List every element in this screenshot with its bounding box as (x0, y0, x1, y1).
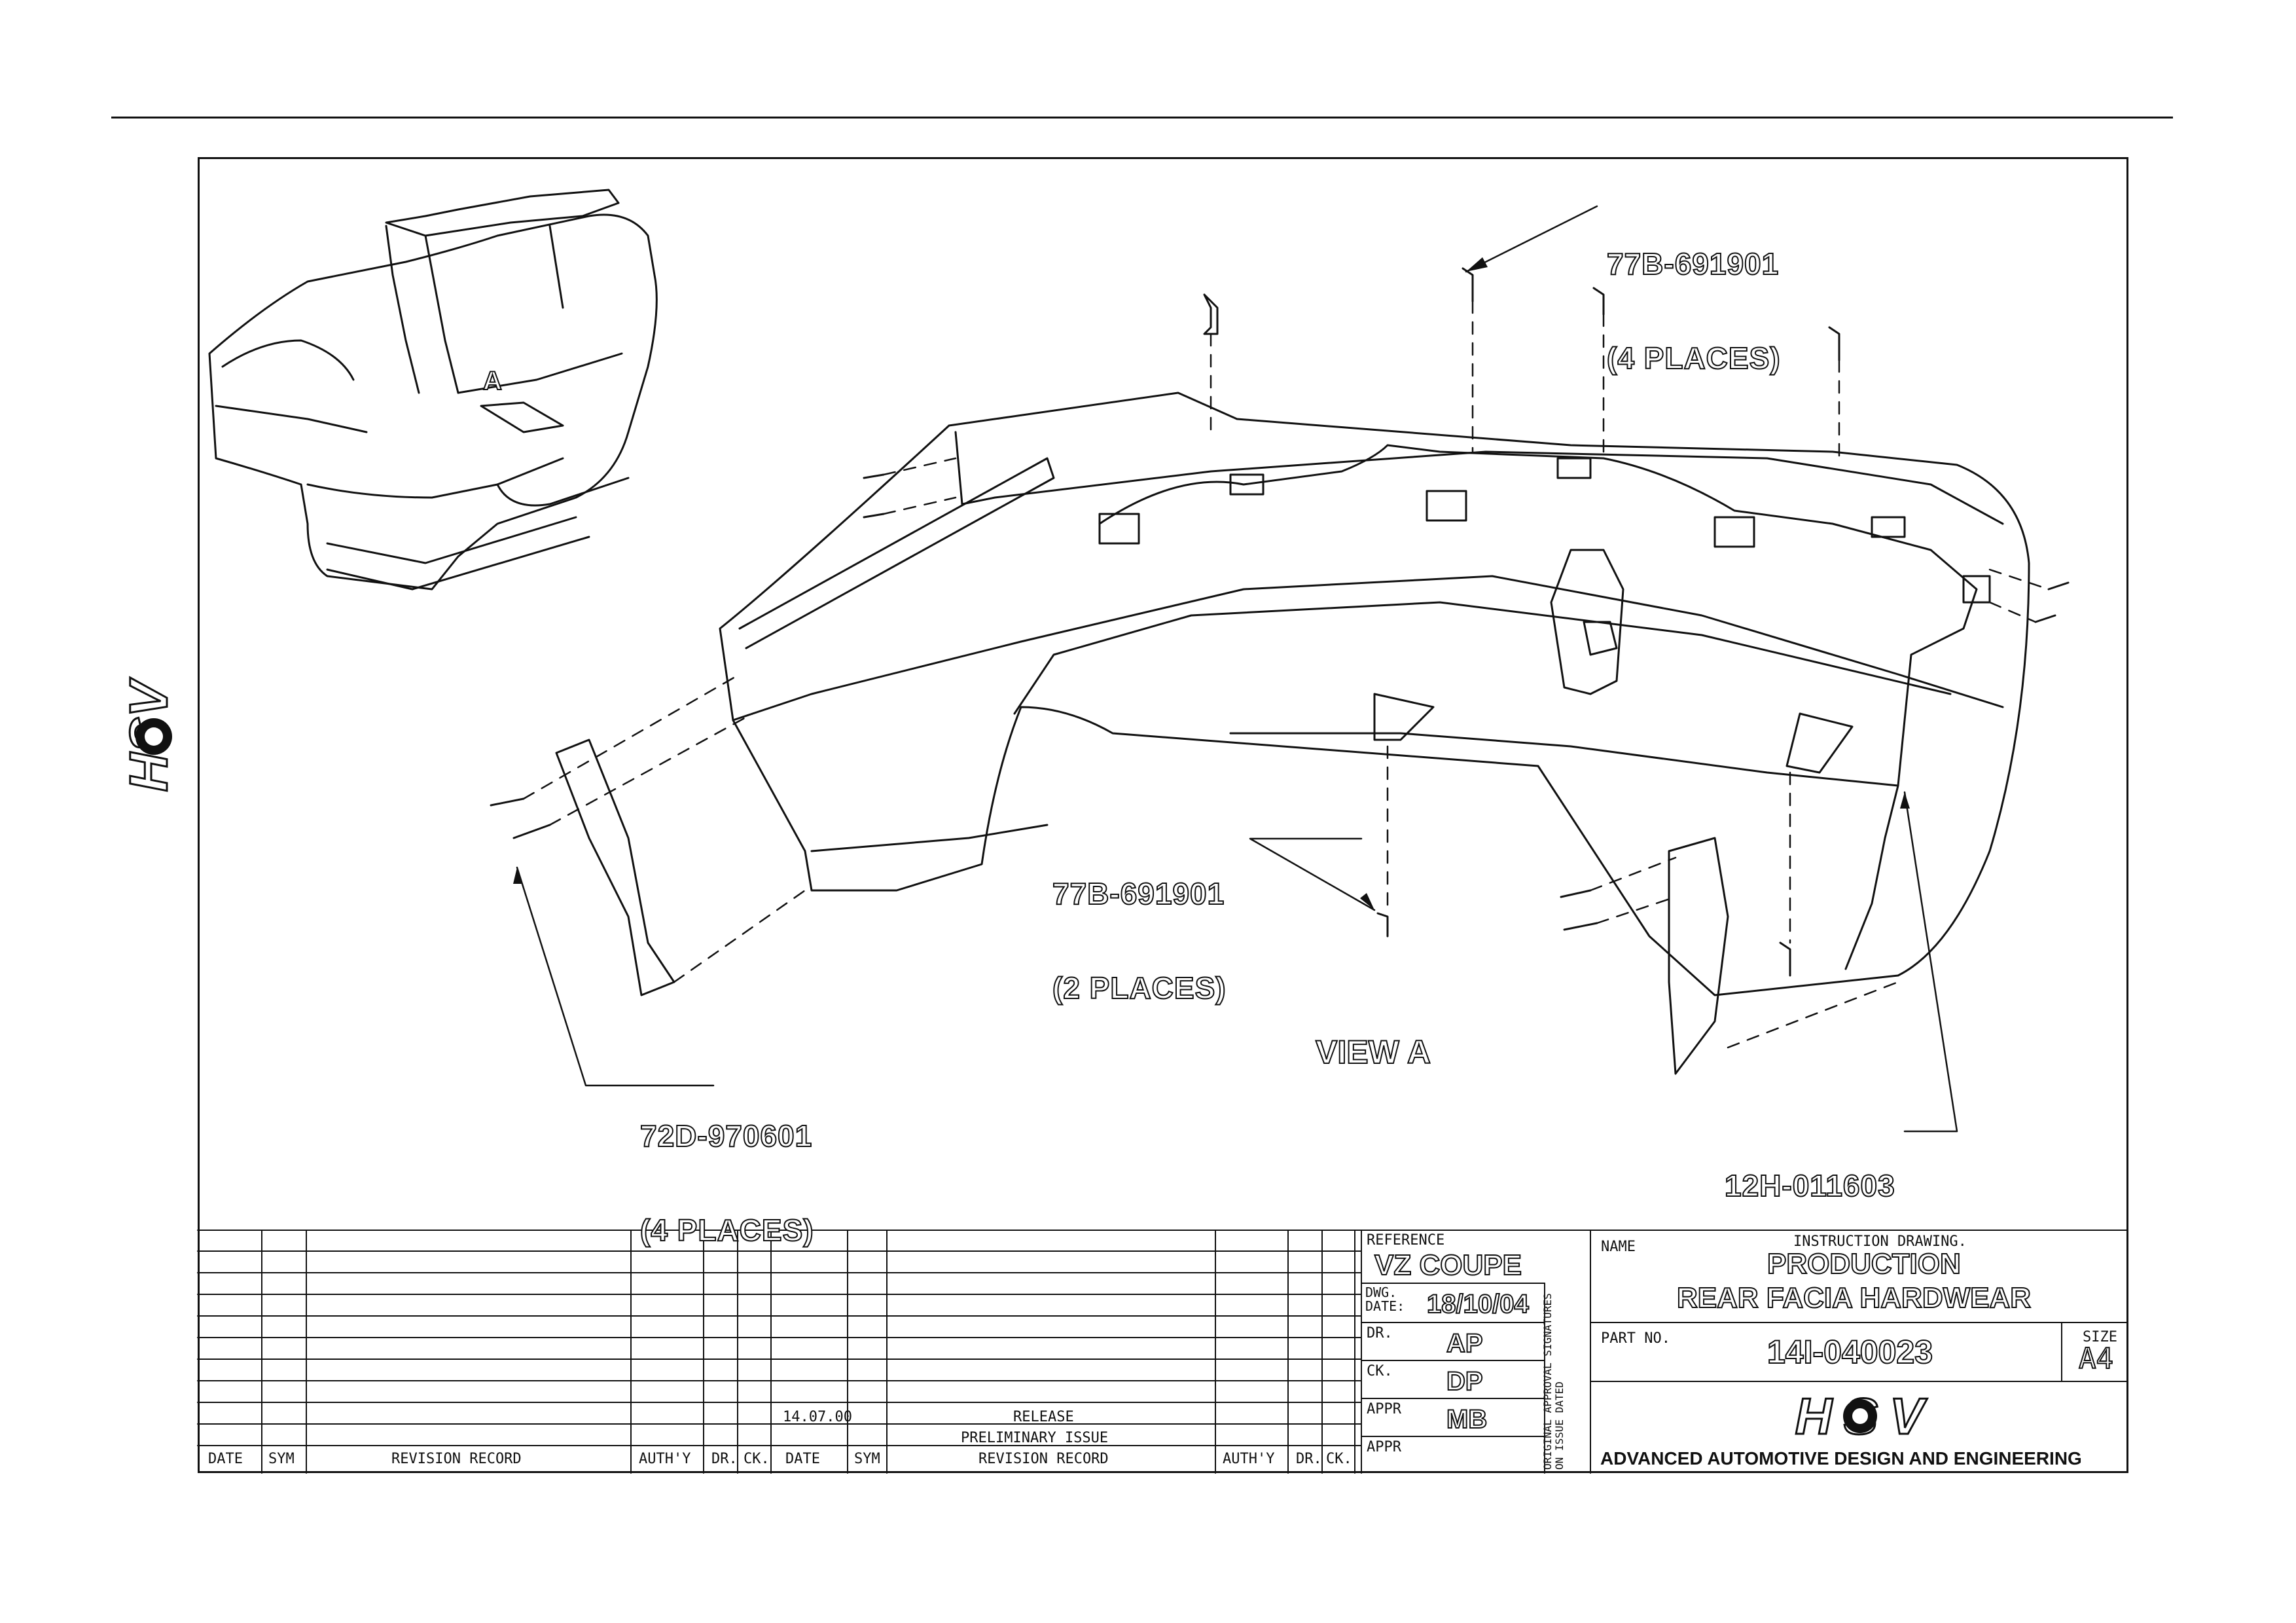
callout-part-number: 77B-691901 (1606, 246, 1780, 281)
part-no-value: 14I-040023 (1767, 1333, 1933, 1371)
ck-label: CK. (1367, 1363, 1393, 1379)
dwg-date-value: 18/10/04 (1426, 1289, 1530, 1319)
size-value: A4 (2078, 1341, 2114, 1376)
dr-value: AP (1446, 1328, 1484, 1359)
rev-header-ck-2: CK. (1326, 1451, 1352, 1467)
car-inset-illustration (208, 189, 658, 591)
size-label: SIZE (2083, 1329, 2117, 1345)
name-label: NAME (1601, 1239, 1636, 1255)
rev-header-record-2: REVISION RECORD (978, 1451, 1109, 1467)
dr-label: DR. (1367, 1325, 1393, 1341)
approval-note: ORIGINAL APPROVAL SIGNATURES ON ISSUE DA… (1541, 1293, 1566, 1470)
rev-entry-record-2: PRELIMINARY ISSUE (961, 1430, 1109, 1446)
ck-value: DP (1446, 1366, 1484, 1396)
callout-77b-4-places: 77B-691901 (4 PLACES) (1606, 185, 1781, 406)
name-line-2: REAR FACIA HARDWEAR (1676, 1281, 2032, 1315)
assembly-lines (522, 300, 2050, 1049)
callout-quantity: (2 PLACES) (1052, 971, 1227, 1006)
name-line-1: PRODUCTION (1767, 1247, 1962, 1281)
rev-header-authy-2: AUTH'Y (1223, 1451, 1275, 1467)
detail-marker: A (482, 366, 503, 396)
appr-value: MB (1446, 1404, 1488, 1434)
reference-value: VZ COUPE (1374, 1249, 1522, 1282)
rev-header-sym: SYM (268, 1451, 295, 1467)
rev-header-dr-2: DR. (1296, 1451, 1322, 1467)
rev-entry-record: RELEASE (1013, 1409, 1074, 1425)
top-rule (111, 117, 2173, 119)
rev-header-record: REVISION RECORD (391, 1451, 522, 1467)
dwg-date-label: DWG. DATE: (1365, 1285, 1405, 1314)
callout-quantity: (4 PLACES) (1606, 341, 1781, 376)
rev-entry-date: 14.07.00 (783, 1409, 852, 1425)
callout-part-number: 77B-691901 (1052, 876, 1225, 911)
rear-facia-bumper (555, 392, 2030, 1075)
callout-72d-4-places: 72D-970601 (4 PLACES) (639, 1057, 814, 1278)
hsv-logo-vertical: HSV (118, 676, 180, 793)
callout-quantity: (4 PLACES) (639, 1213, 814, 1248)
rev-header-sym-2: SYM (854, 1451, 880, 1467)
fasteners (490, 267, 2070, 977)
drawing-frame (198, 157, 2128, 1473)
rev-header-date-2: DATE (785, 1451, 820, 1467)
company-name: ADVANCED AUTOMOTIVE DESIGN AND ENGINEERI… (1600, 1448, 2082, 1468)
rev-header-authy: AUTH'Y (639, 1451, 691, 1467)
hsv-logo: HSV (1794, 1387, 1924, 1446)
callout-12h: 12H-011603 (1724, 1106, 1895, 1233)
part-no-label: PART NO. (1601, 1330, 1670, 1347)
leader-lines (516, 205, 1958, 1133)
callout-part-number: 12H-011603 (1724, 1168, 1895, 1203)
callout-part-number: 72D-970601 (639, 1118, 813, 1153)
rev-header-date: DATE (208, 1451, 243, 1467)
rev-header-ck: CK. (744, 1451, 770, 1467)
rev-header-dr: DR. (711, 1451, 738, 1467)
title-block-lines (197, 1230, 2128, 1474)
callout-77b-2-places: 77B-691901 (2 PLACES) (1052, 814, 1227, 1036)
name-caption: INSTRUCTION DRAWING. (1793, 1233, 1967, 1250)
reference-label: REFERENCE (1367, 1232, 1445, 1249)
view-label: VIEW A (1315, 1033, 1431, 1071)
appr-label: APPR (1367, 1401, 1401, 1417)
appr-label-2: APPR (1367, 1439, 1401, 1455)
